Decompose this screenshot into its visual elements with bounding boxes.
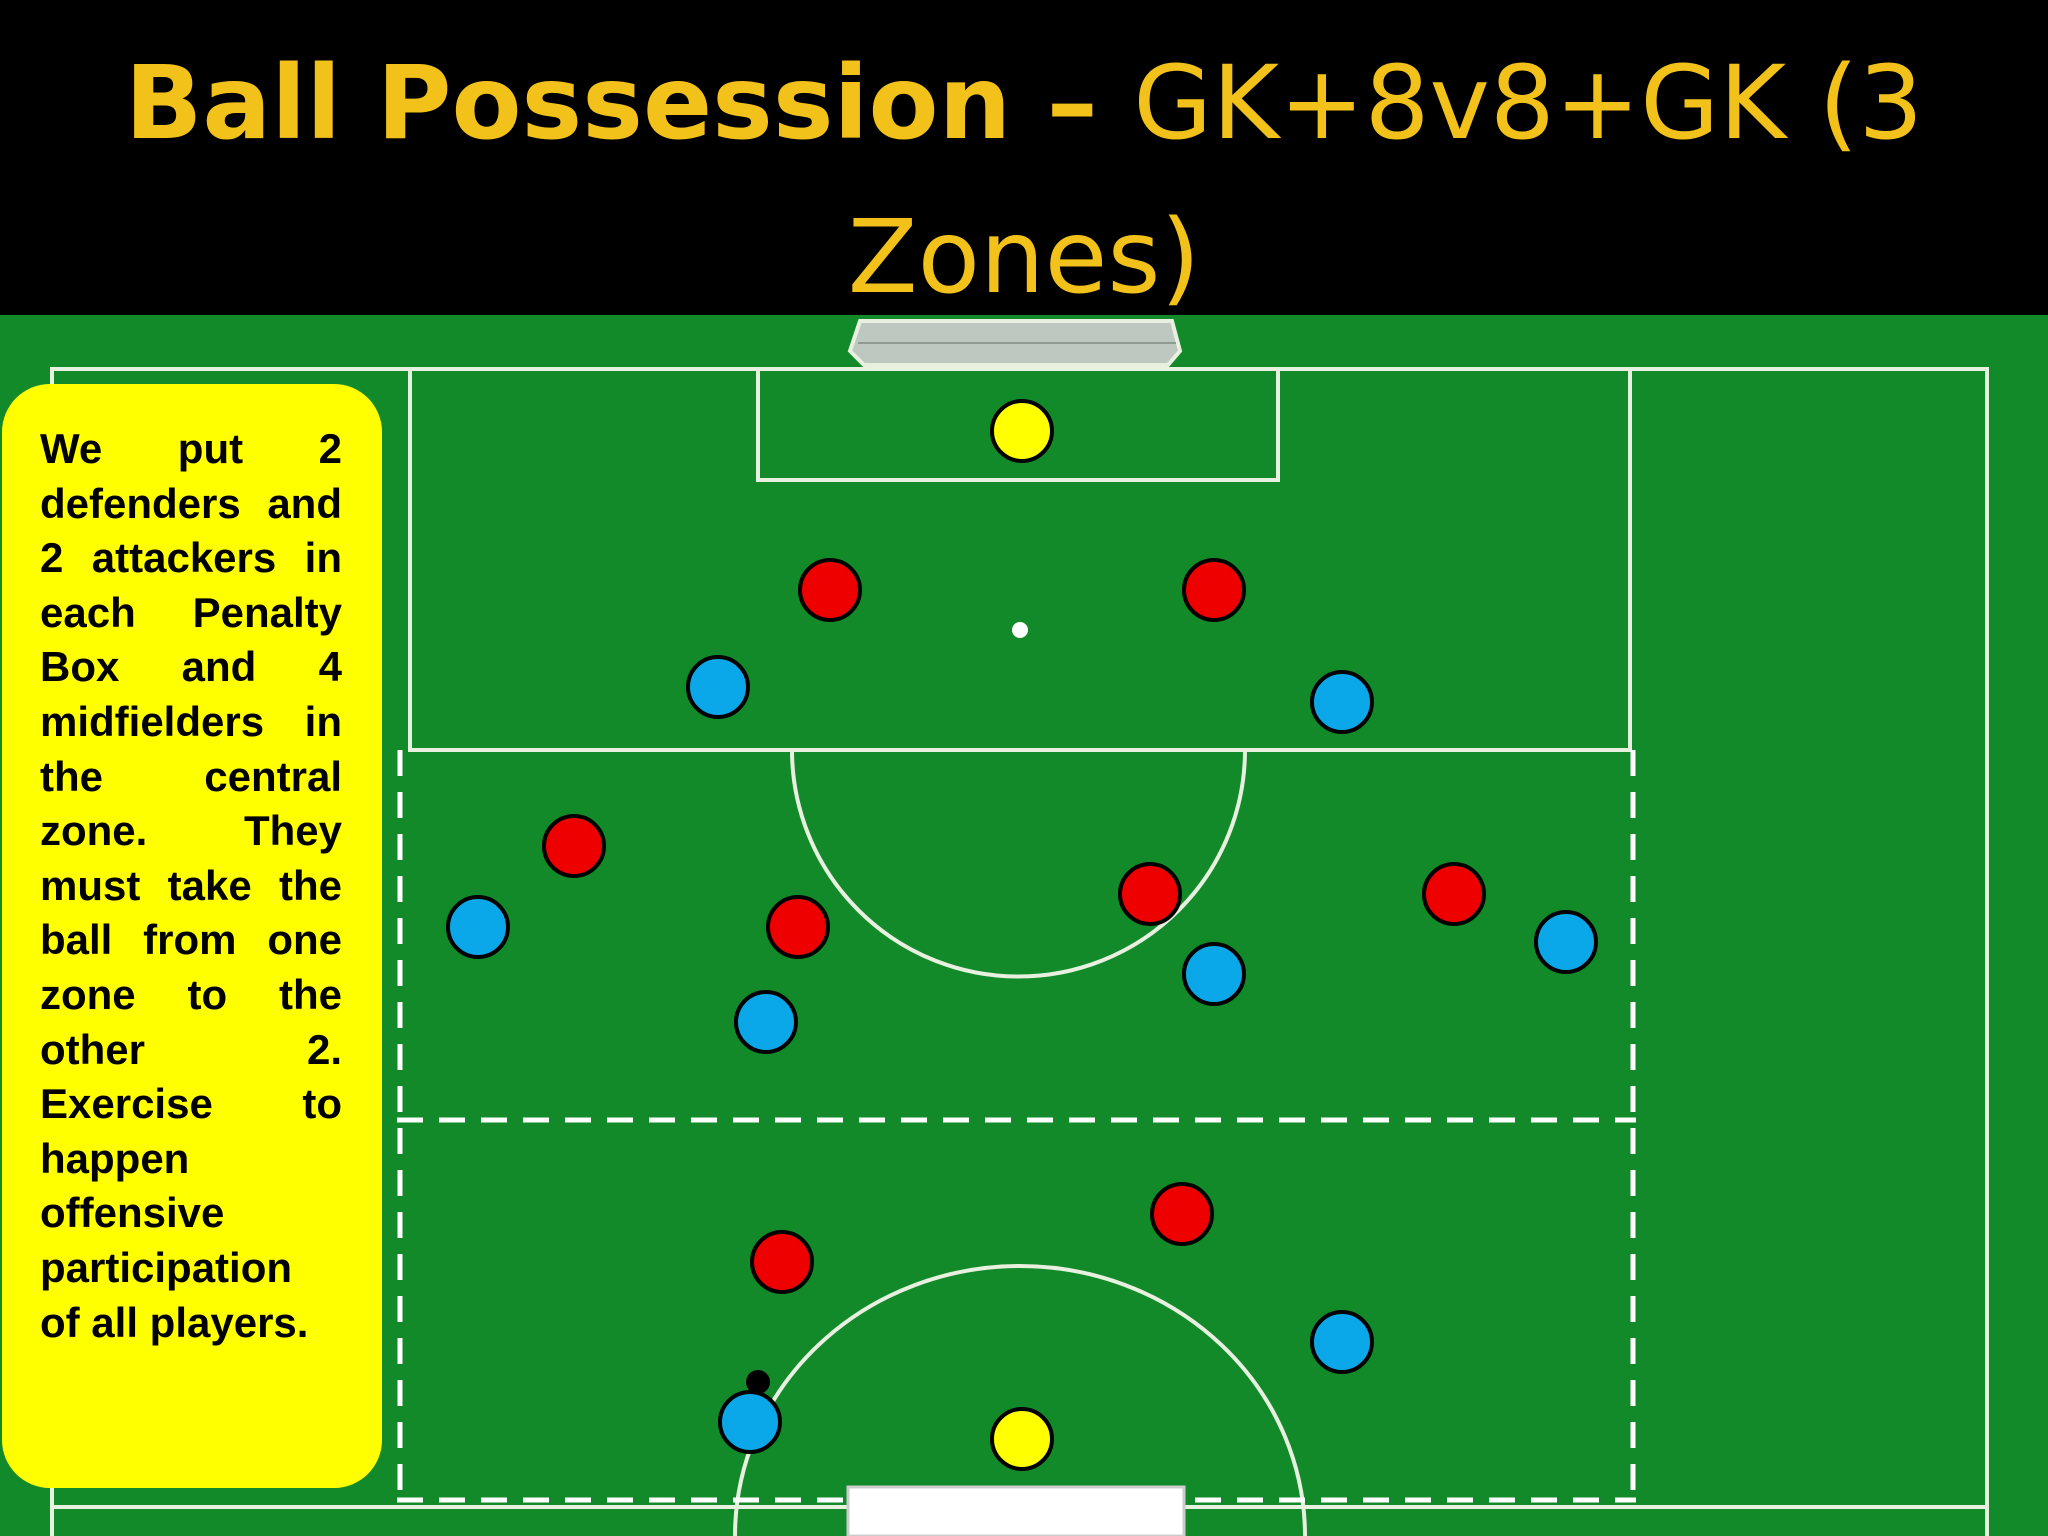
ball-marker — [746, 1370, 770, 1394]
blue-player-marker — [686, 655, 750, 719]
penalty-arc — [790, 749, 1247, 979]
title-rest: GK+8v8+GK (3 — [1133, 44, 1924, 163]
zone-dashed-lines — [397, 750, 1636, 1503]
goalkeeper-marker — [990, 1407, 1054, 1471]
instruction-text: We put 2 defenders and 2 attackers in ea… — [40, 425, 342, 1346]
blue-player-marker — [734, 990, 798, 1054]
blue-player-marker — [1182, 942, 1246, 1006]
players — [446, 399, 1598, 1471]
goal-net — [847, 319, 1183, 367]
penalty-spot — [1012, 622, 1028, 638]
red-player-marker — [542, 814, 606, 878]
red-player-marker — [766, 895, 830, 959]
title-bar: Ball Possession – GK+8v8+GK (3 Zones) — [0, 0, 2048, 317]
title-strong: Ball Possession – — [124, 44, 1134, 163]
red-player-marker — [798, 558, 862, 622]
blue-player-marker — [1310, 670, 1374, 734]
blue-player-marker — [718, 1390, 782, 1454]
red-player-marker — [750, 1230, 814, 1294]
near-goal — [846, 1485, 1186, 1536]
red-player-marker — [1150, 1182, 1214, 1246]
instruction-note: We put 2 defenders and 2 attackers in ea… — [2, 384, 382, 1488]
blue-player-marker — [1534, 910, 1598, 974]
blue-player-marker — [446, 895, 510, 959]
slide-title-line-2: Zones) — [0, 188, 2048, 328]
goal-area — [756, 367, 1280, 482]
red-player-marker — [1118, 862, 1182, 926]
red-player-marker — [1182, 558, 1246, 622]
slide-title-line-1: Ball Possession – GK+8v8+GK (3 — [0, 34, 2048, 174]
title-line-2-text: Zones) — [847, 198, 1201, 317]
blue-player-marker — [1310, 1310, 1374, 1374]
red-player-marker — [1422, 862, 1486, 926]
goalkeeper-marker — [990, 399, 1054, 463]
